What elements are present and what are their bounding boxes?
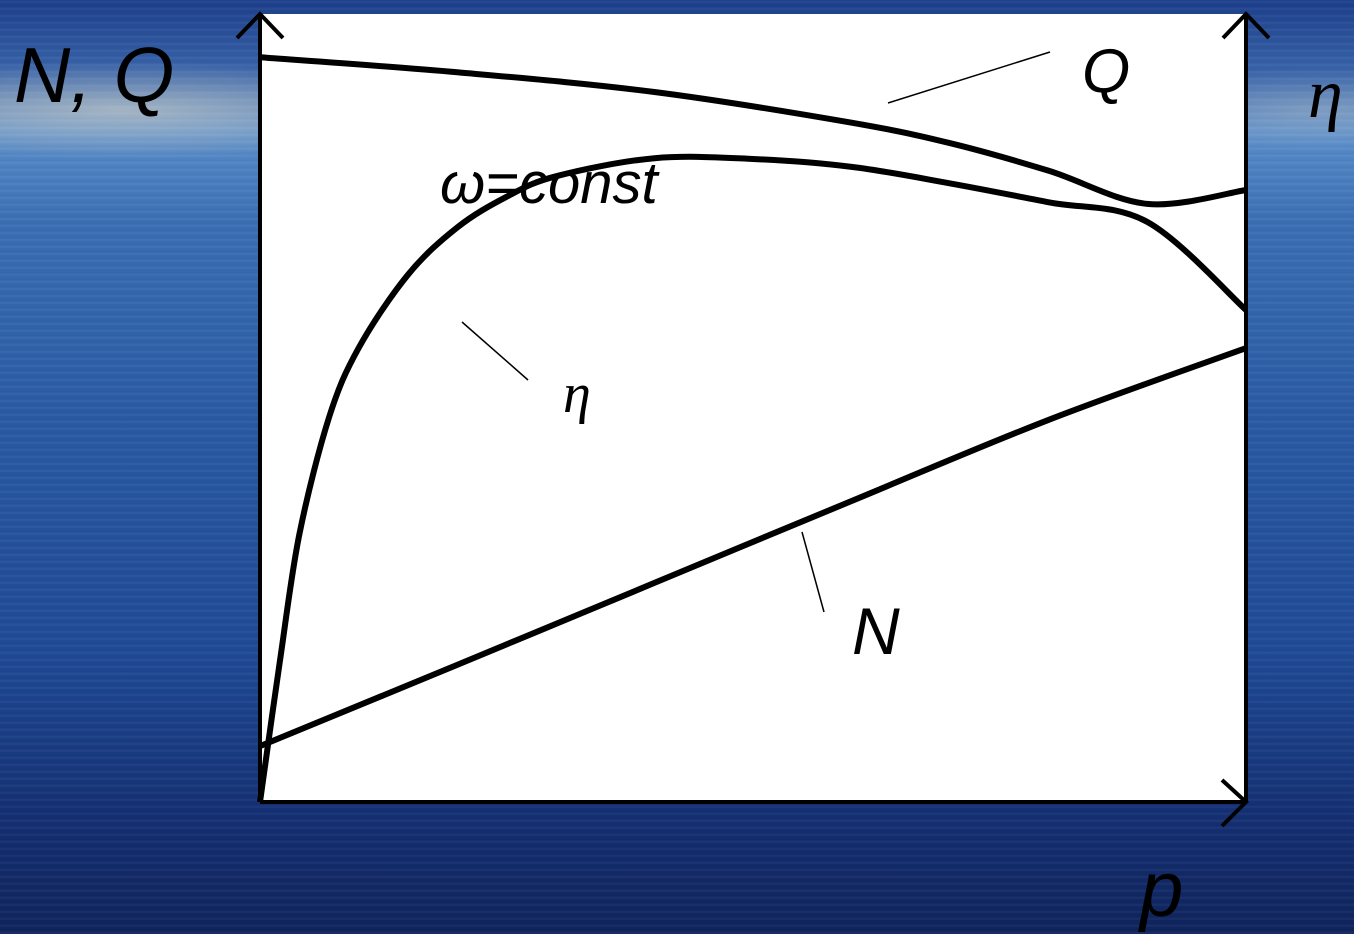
series-label-q: Q [1082, 37, 1130, 106]
annotation-omega-const: ω=const [440, 151, 661, 216]
x-axis-label: p [1140, 845, 1184, 933]
axis-left [235, 11, 285, 802]
leader-line-n [801, 531, 825, 613]
y-axis-label-right: η [1308, 56, 1343, 133]
series-label-eta: η [563, 363, 591, 425]
series-line-n [258, 345, 1248, 749]
leader-line-q [887, 51, 1051, 104]
y-axis-label-left: N, Q [14, 31, 175, 119]
leader-line-eta [461, 321, 529, 381]
series-line-eta [257, 153, 1249, 803]
series-label-n: N [852, 594, 900, 668]
axis-right [1221, 11, 1271, 802]
series-line-q [259, 54, 1247, 208]
axis-bottom [260, 778, 1249, 828]
